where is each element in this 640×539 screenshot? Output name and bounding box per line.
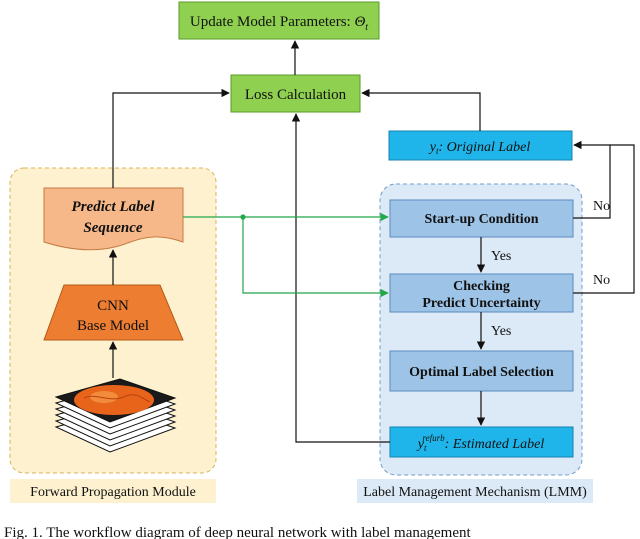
optimal-label-selection-node [389, 350, 574, 392]
yes-label-1: Yes [491, 249, 511, 264]
predict-label-line2: Sequence [83, 220, 143, 236]
update-parameters-text: Update Model Parameters: Θt [190, 14, 368, 33]
no-label-1: No [593, 199, 610, 214]
lmm-caption: Label Management Mechanism (LMM) [363, 485, 587, 500]
predict-label-line1: Predict Label [72, 199, 156, 215]
estimated-label-node [389, 426, 574, 458]
black-arrows [108, 40, 635, 443]
original-label-node [388, 130, 573, 161]
forward-caption: Forward Propagation Module [30, 485, 196, 500]
predict-label-sequence-node [43, 187, 184, 251]
no-label-2: No [593, 273, 610, 288]
startup-condition-node [389, 199, 574, 238]
cnn-line1: CNN [97, 298, 129, 314]
loss-calculation-text: Loss Calculation [245, 87, 347, 103]
estimated-label-text: ytrefurb: Estimated Label [416, 433, 545, 453]
checking-line2: Predict Uncertainty [422, 296, 540, 311]
original-label-text: yt: Original Label [428, 140, 531, 156]
retina-image-stack [54, 378, 177, 453]
optimal-label-selection-text: Optimal Label Selection [409, 365, 554, 380]
cnn-line2: Base Model [77, 318, 149, 334]
green-arrows [183, 212, 389, 298]
loss-calculation-node [230, 74, 361, 113]
yes-label-2: Yes [491, 324, 511, 339]
cnn-base-model-node [43, 284, 184, 341]
figure-caption: Fig. 1. The workflow diagram of deep neu… [4, 525, 472, 539]
checking-line1: Checking [453, 279, 510, 294]
lmm-caption-box [357, 479, 593, 503]
forward-caption-box [10, 479, 216, 503]
startup-condition-text: Start-up Condition [425, 212, 539, 227]
update-parameters-node [178, 1, 380, 40]
